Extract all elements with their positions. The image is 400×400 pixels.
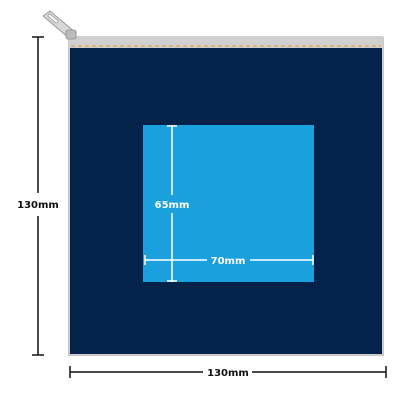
zipper-pull-icon	[42, 10, 77, 40]
pouch	[42, 10, 384, 356]
outer-height-dimension: 130mm	[17, 36, 59, 356]
print-height-dimension: 65mm	[155, 125, 190, 282]
outer-width-label: 130mm	[207, 368, 249, 379]
print-width-dimension: 70mm	[144, 255, 314, 267]
print-width-label: 70mm	[211, 256, 246, 267]
outer-width-dimension: 130mm	[69, 366, 387, 379]
zipper-tape	[69, 36, 383, 48]
outer-height-label: 130mm	[17, 200, 59, 211]
print-height-label: 65mm	[155, 200, 190, 211]
